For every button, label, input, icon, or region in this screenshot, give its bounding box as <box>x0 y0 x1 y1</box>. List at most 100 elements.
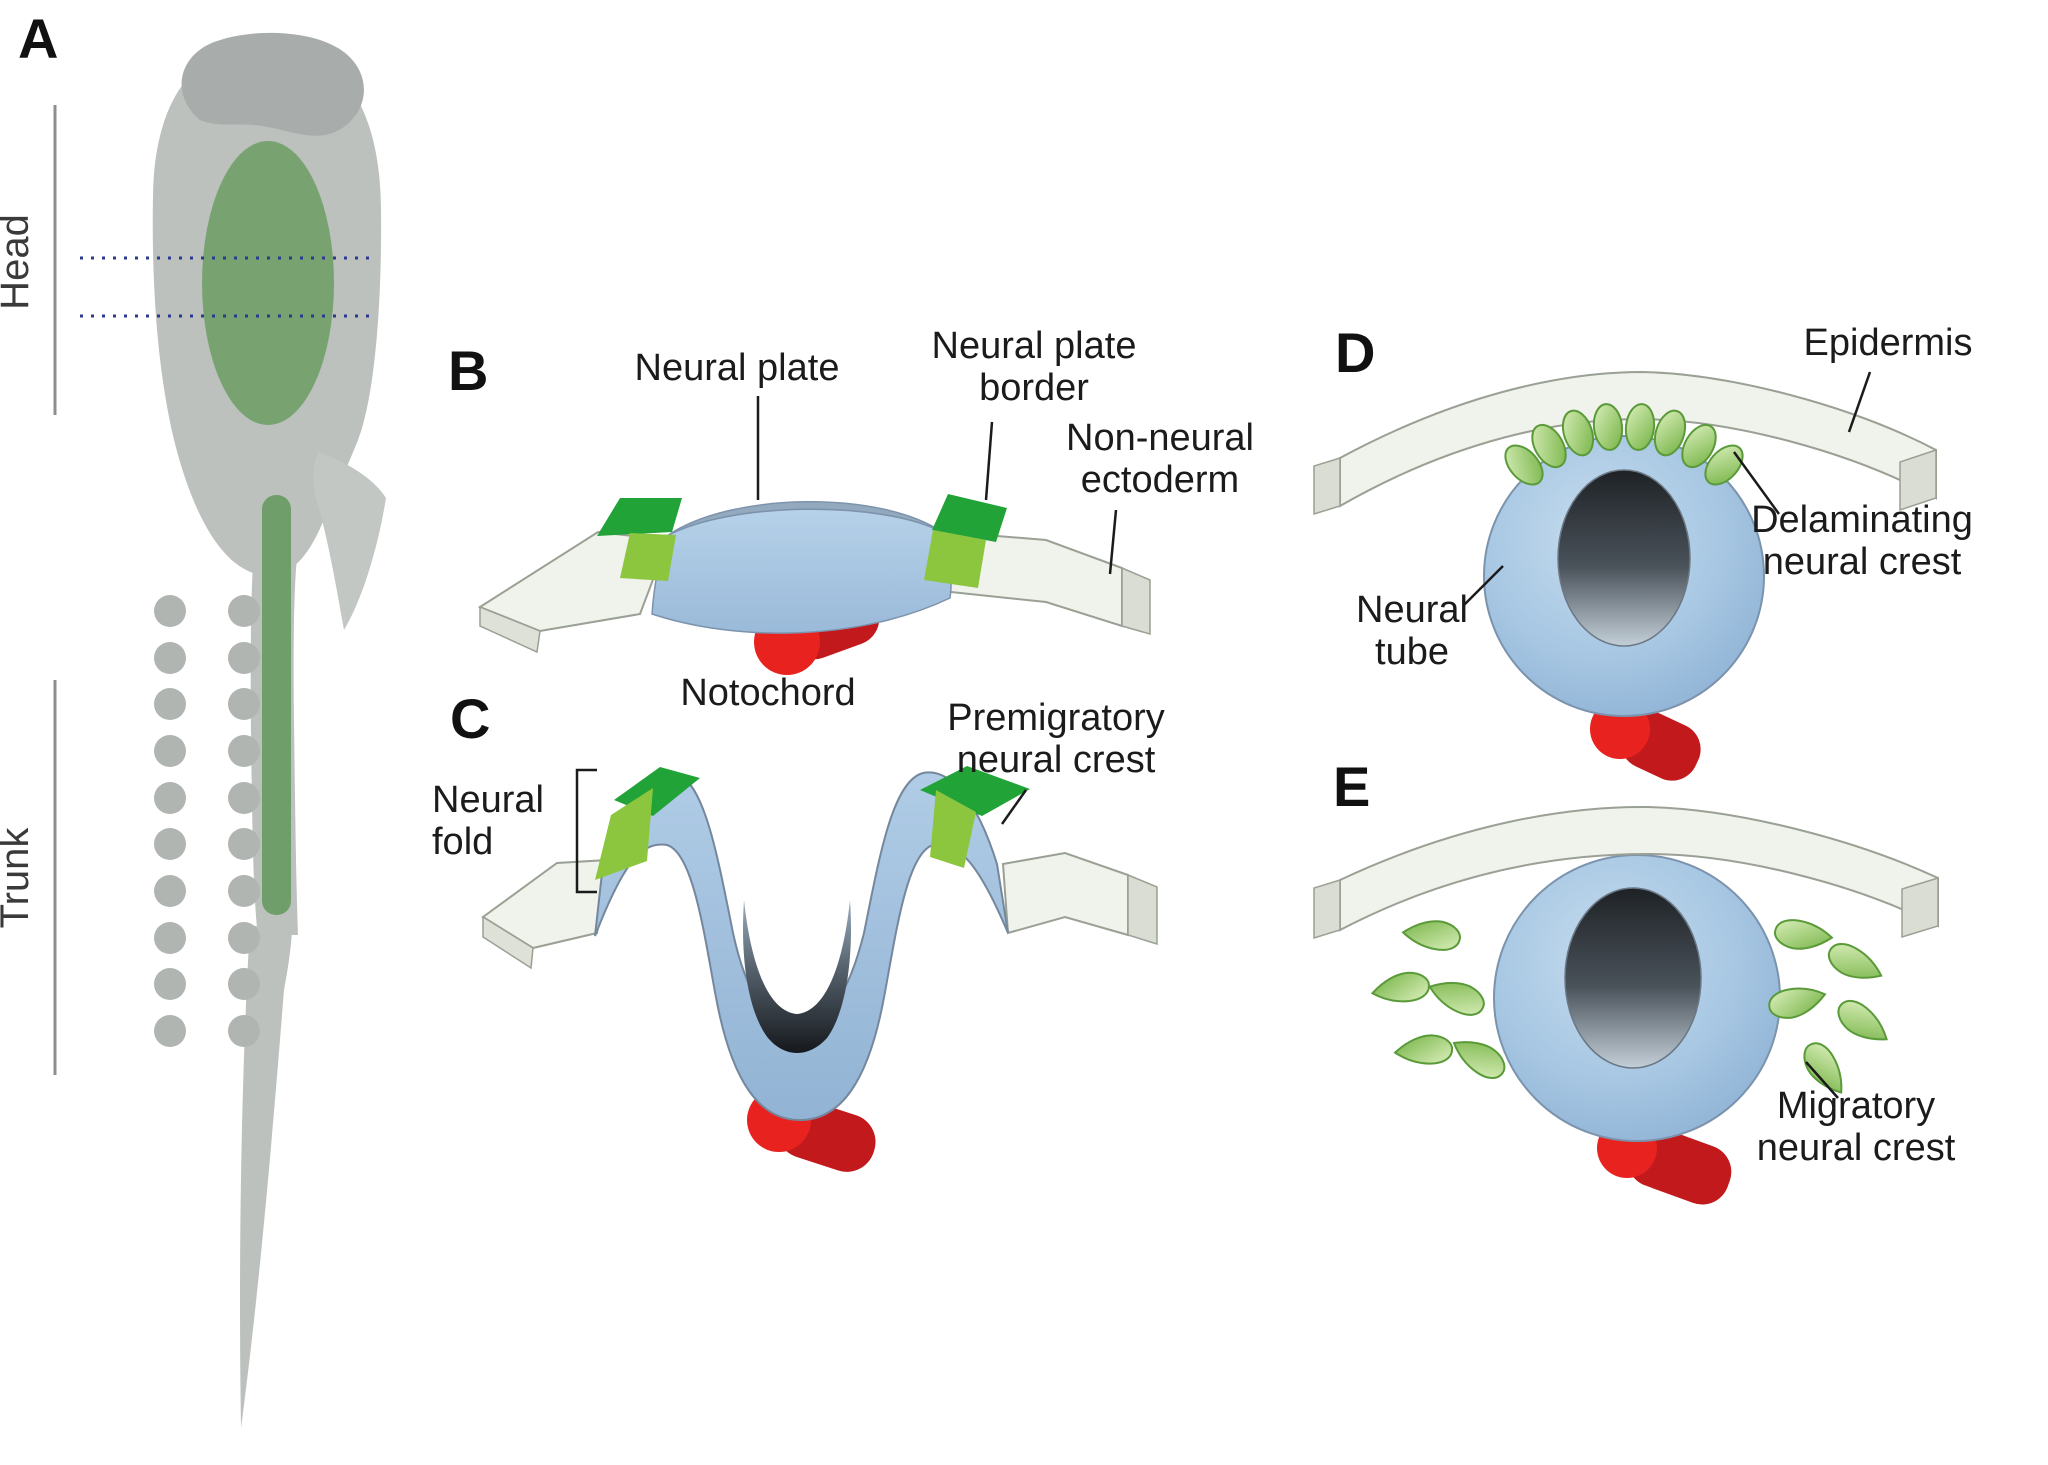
non-neural-ectoderm-label-line2: ectoderm <box>1081 459 1239 501</box>
neural-tube-lumen <box>1564 887 1702 1069</box>
panel-b-letter: B <box>448 339 488 402</box>
notochord-label: Notochord <box>680 672 855 714</box>
crest-cell <box>1624 403 1656 451</box>
neural-tube-delamination-section <box>1313 370 1937 781</box>
premigratory-pointer-line <box>1000 789 1028 825</box>
panel-e-letter: E <box>1333 755 1370 818</box>
crest-cell <box>1653 409 1687 457</box>
neural-fold-label-line1: Neural <box>432 779 544 821</box>
somite <box>228 922 260 954</box>
epidermis-pointer-line <box>1847 371 1872 433</box>
neural-tube-label-line1: Neural <box>1356 589 1468 631</box>
non-neural-ectoderm-label-line1: Non-neural <box>1066 417 1254 459</box>
somite <box>154 782 186 814</box>
crest-cell <box>1368 968 1433 1009</box>
delaminating-label-line2: neural crest <box>1763 541 1962 583</box>
neural-fold-bracket <box>575 768 597 894</box>
somite <box>228 595 260 627</box>
somite <box>228 875 260 907</box>
non-neural-ectoderm-left-edge <box>479 605 541 654</box>
neural-groove-shadow <box>743 900 852 1053</box>
delaminating-pointer-line <box>1732 451 1781 515</box>
crest-cell <box>1400 917 1463 953</box>
somite <box>154 875 186 907</box>
somite <box>154 828 186 860</box>
head-label: Head <box>0 214 37 310</box>
non-neural-ectoderm-right <box>1001 851 1129 937</box>
embryo-fin-flap <box>313 452 386 630</box>
migratory-label-line2: neural crest <box>1757 1127 1956 1169</box>
neural-plate-border-pointer-line <box>984 421 994 501</box>
somite <box>228 782 260 814</box>
neural-fold-right-front <box>930 790 976 868</box>
neural-tube-region-trunk <box>262 495 291 915</box>
panel-c: C Premigratory neural crest Neural fold <box>432 687 1165 1172</box>
somite <box>228 688 260 720</box>
premigratory-label-line1: Premigratory <box>947 697 1165 739</box>
embryo-head-cap <box>181 32 364 136</box>
crest-cell <box>1704 444 1744 486</box>
delaminating-label-line1: Delaminating <box>1751 499 1973 541</box>
somite <box>154 688 186 720</box>
neural-tube-lumen <box>1557 469 1691 647</box>
neural-plate-label: Neural plate <box>635 347 840 389</box>
epidermis-left-end-face <box>1313 456 1341 516</box>
somite <box>228 642 260 674</box>
migratory-label-line1: Migratory <box>1777 1085 1935 1127</box>
panel-a: A Head Trunk <box>0 7 386 1428</box>
premigratory-crest-right-top <box>920 766 1030 816</box>
non-neural-ectoderm-right-end-face <box>1121 566 1151 635</box>
neural-plate-border-label-line1: Neural plate <box>932 325 1137 367</box>
panel-e: E <box>1313 755 1956 1205</box>
crest-cell <box>1772 917 1835 953</box>
neural-plate-cross-section <box>477 494 1151 675</box>
folded-neural-plate <box>594 771 1009 1122</box>
neural-plate-border-left-top <box>597 498 682 536</box>
neural-plate-border-right-top <box>932 494 1007 542</box>
panel-a-letter: A <box>18 7 58 70</box>
crest-cell <box>1392 1032 1455 1068</box>
crest-cell <box>1830 993 1896 1052</box>
neural-tube-label-line2: tube <box>1375 631 1449 673</box>
trunk-label: Trunk <box>0 827 37 929</box>
somite <box>154 595 186 627</box>
embryo-illustration <box>80 32 386 1428</box>
premigratory-label-line2: neural crest <box>957 739 1156 781</box>
non-neural-ectoderm-left-edge <box>482 915 534 970</box>
neural-fold-left-front <box>595 788 653 880</box>
somites-left-column <box>154 595 186 1047</box>
epidermis-right-end-face <box>1901 876 1939 939</box>
somite <box>228 735 260 767</box>
crest-cell <box>1561 409 1595 457</box>
epidermis-right-end-face <box>1899 448 1937 512</box>
migratory-pointer-line <box>1805 1061 1839 1099</box>
panel-b: B Neural plate Neural plate border Non-n… <box>448 325 1254 714</box>
panel-d: D Epidermis <box>1313 321 1973 781</box>
panel-c-letter: C <box>450 687 490 750</box>
neural-tube-migration-section <box>1313 805 1939 1205</box>
somites-right-column <box>228 595 260 1047</box>
somite <box>154 735 186 767</box>
neural-plate-front <box>651 508 952 634</box>
crest-cell <box>1423 972 1490 1021</box>
neural-plate-region-head <box>202 141 334 425</box>
neural-plate-border-right-front <box>924 530 986 588</box>
somite <box>228 968 260 1000</box>
non-neural-ectoderm-right-end-face <box>1127 873 1158 946</box>
neural-plate-border-left-front <box>620 533 676 581</box>
somite <box>228 1015 260 1047</box>
somite <box>154 1015 186 1047</box>
somite <box>228 828 260 860</box>
migratory-neural-crest-cells-right <box>1765 917 1896 1102</box>
crest-cell <box>1531 423 1567 469</box>
panel-d-letter: D <box>1335 321 1375 384</box>
crest-cell <box>1504 444 1544 486</box>
neural-plate-border-label-line2: border <box>979 367 1089 409</box>
neural-fold-label-line2: fold <box>432 821 493 863</box>
epidermis-left-end-face <box>1313 878 1341 940</box>
somite <box>154 968 186 1000</box>
crest-cell <box>1592 403 1624 451</box>
neural-tube-pointer-line <box>1462 565 1504 607</box>
